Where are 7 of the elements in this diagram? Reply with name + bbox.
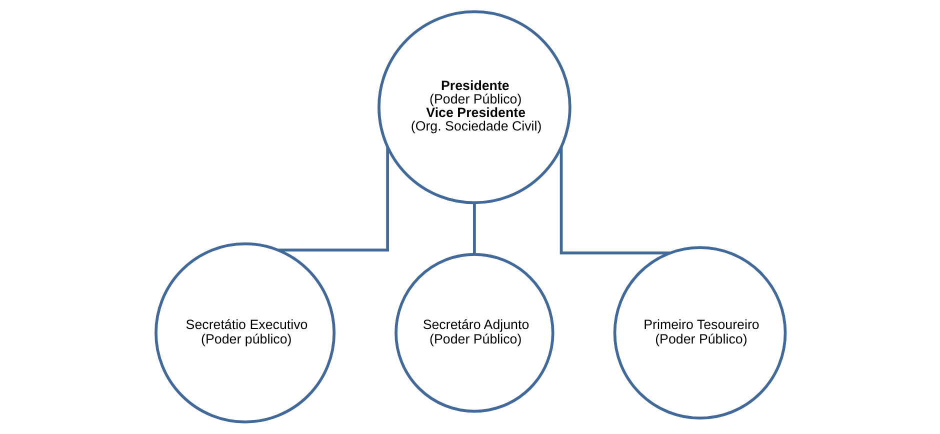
connector bbox=[278, 146, 389, 252]
node-circle: Presidente (Poder Público) Vice Presidente (Org. Sociedade Civil) bbox=[377, 10, 571, 204]
node-circle: Primeiro Tesoureiro (Poder Público) bbox=[612, 246, 786, 420]
connector bbox=[559, 146, 670, 254]
node-circle: Secretáro Adjunto (Poder Público) bbox=[394, 252, 554, 413]
connector bbox=[472, 202, 476, 254]
node-circle: Secretátio Executivo (Poder público) bbox=[154, 242, 336, 424]
